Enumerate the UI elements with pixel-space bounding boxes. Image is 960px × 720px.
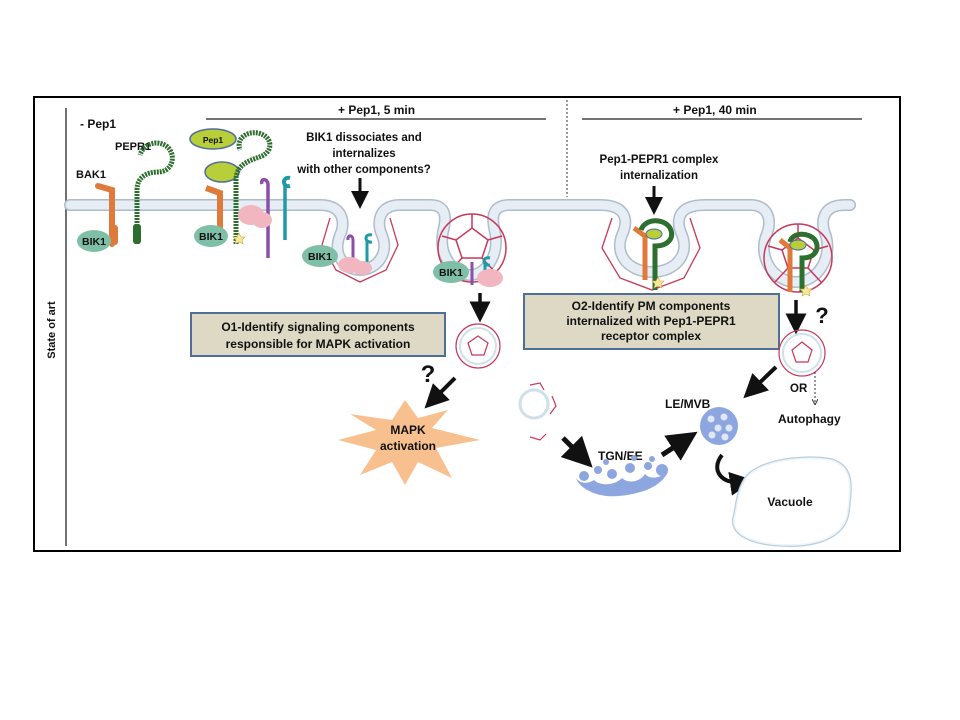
svg-text:O1-Identify signaling componen: O1-Identify signaling components: [221, 320, 415, 334]
annotation-5min-line3: with other components?: [296, 164, 431, 176]
svg-text:BIK1: BIK1: [439, 267, 463, 279]
pep1-ligand: Pep1: [189, 128, 237, 150]
pit-partner-proteins: [338, 233, 373, 275]
objective-o2-box: O2-Identify PM components internalized w…: [523, 293, 780, 350]
bak1-receptor: [95, 183, 118, 247]
pepr1-receptor-bound: [233, 130, 273, 244]
panel-title-no-pep1: - Pep1: [80, 117, 116, 131]
mapk-activation-burst: MAPK activation: [338, 400, 480, 485]
uncoated-vesicle-o2: [778, 329, 826, 377]
question-mark-o1: ?: [421, 361, 436, 388]
arrow-to-le-mvb: [743, 365, 778, 399]
svg-text:Vacuole: Vacuole: [767, 495, 813, 509]
svg-text:MAPK: MAPK: [390, 423, 426, 437]
svg-text:BIK1: BIK1: [308, 251, 332, 263]
arrow-to-vacuole: [715, 453, 754, 496]
uncoated-vesicle-o1: [455, 323, 501, 369]
bik1-protein-bound: BIK1: [194, 225, 228, 247]
svg-text:internalized with Pep1-PEPR1: internalized with Pep1-PEPR1: [566, 314, 736, 328]
annotation-40min-line1: Pep1-PEPR1 complex: [600, 154, 719, 166]
phospho-star-icon: [232, 232, 246, 245]
annotation-40min-line2: internalization: [620, 170, 698, 182]
label-autophagy: Autophagy: [778, 412, 841, 426]
arrow-to-tgn: [560, 435, 593, 468]
clathrin-coat-pit: [321, 217, 399, 283]
annotation-5min-line2: internalizes: [332, 148, 395, 160]
svg-text:receptor complex: receptor complex: [601, 329, 701, 343]
pep1-pepr1-complex-vesicle: [778, 231, 820, 297]
label-or: OR: [790, 383, 808, 395]
bik1-vesicle: BIK1: [433, 261, 469, 283]
bik1-label: BIK1: [82, 236, 106, 248]
svg-text:O2-Identify PM components: O2-Identify PM components: [572, 299, 731, 313]
partner-proteins: [238, 175, 291, 258]
plasma-membrane: [64, 199, 856, 289]
pepr1-receptor: [133, 140, 175, 244]
bik1-pit: BIK1: [302, 245, 338, 267]
clathrin-coated-vesicle-40min: [763, 223, 833, 293]
label-le-mvb: LE/MVB: [665, 397, 711, 411]
question-mark-o2: ?: [815, 303, 828, 328]
bik1-protein: BIK1: [77, 230, 111, 252]
svg-text:responsible for MAPK activatio: responsible for MAPK activation: [226, 337, 411, 351]
tgn-ee-organelle: [576, 455, 668, 497]
annotation-5min-line1: BIK1 dissociates and: [306, 132, 422, 144]
vacuole-organelle: Vacuole: [731, 456, 852, 548]
svg-text:BIK1: BIK1: [199, 231, 223, 243]
clathrin-coat-pit-40min: [601, 217, 701, 291]
arrow-to-le-mvb-from-tgn: [660, 431, 698, 461]
side-label: State of art: [46, 301, 58, 359]
label-bak1: BAK1: [76, 169, 106, 181]
svg-text:activation: activation: [380, 439, 436, 453]
le-mvb-organelle: [700, 407, 738, 445]
vesicle-partner-proteins: [470, 256, 503, 287]
svg-text:Pep1: Pep1: [203, 135, 224, 145]
objective-o1-box: O1-Identify signaling components respons…: [190, 312, 446, 357]
panel-title-40min: + Pep1, 40 min: [673, 103, 757, 117]
arrow-to-mapk: [424, 376, 457, 409]
pep1-pepr1-complex-pit: [632, 218, 675, 290]
panel-title-5min: + Pep1, 5 min: [338, 103, 415, 117]
uncoating-vesicle: [518, 382, 557, 441]
label-pepr1: PEPR1: [115, 141, 151, 153]
